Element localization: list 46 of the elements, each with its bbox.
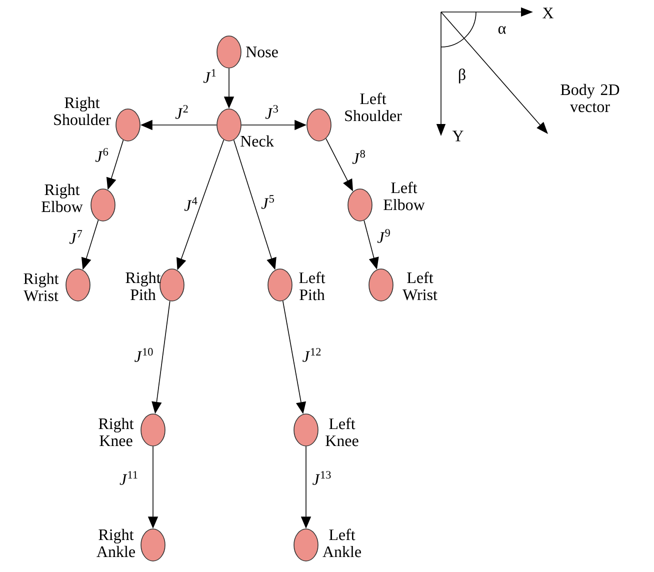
joint-circle: [268, 268, 292, 302]
joint-label: Left Elbow: [384, 182, 425, 210]
joint-label: Left Shoulder: [345, 92, 402, 122]
axis-label: α: [498, 26, 506, 34]
joint-circle: [140, 528, 166, 562]
edge-label: J$^{13}$: [312, 471, 331, 485]
edge-label: J$^{11}$: [120, 471, 138, 485]
edge-label: J$^{10}$: [134, 348, 153, 362]
edge-label: J$^{8}$: [352, 150, 365, 164]
edge-label: J$^{2}$: [175, 105, 188, 119]
joint-label: Nose: [246, 46, 278, 58]
edge-label: J$^{3}$: [265, 105, 278, 119]
joint-circle: [90, 188, 116, 222]
axis-label: Body 2D vector: [560, 84, 620, 112]
edge-label: J$^{12}$: [302, 348, 321, 362]
joint-circle: [368, 268, 394, 302]
joint-circle: [294, 414, 318, 446]
joint-circle: [66, 268, 90, 302]
edge-label: J$^{1}$: [203, 69, 216, 83]
joint-circle: [294, 528, 318, 562]
joint-label: Neck: [240, 135, 274, 147]
joint-label: Right Pith: [126, 272, 161, 300]
edge-label: J$^{5}$: [261, 195, 274, 209]
joint-label: Right Ankle: [96, 528, 135, 558]
edge-label: J$^{9}$: [377, 229, 390, 243]
edge-label: J$^{6}$: [95, 148, 108, 162]
joint-label: Left Ankle: [322, 528, 361, 558]
edge-label: J$^{4}$: [184, 197, 198, 211]
axis-label: X: [542, 8, 554, 18]
joint-circle: [216, 108, 242, 142]
joint-circle: [140, 414, 166, 446]
joint-label: Left Knee: [326, 418, 358, 446]
axis-label: Y: [452, 130, 464, 142]
joint-label: Right Elbow: [42, 184, 83, 212]
joint-circle: [306, 108, 332, 142]
joint-circle: [116, 108, 140, 142]
joint-label: Left Pith: [299, 272, 326, 300]
axis-label: β: [458, 68, 466, 84]
joint-circle: [216, 36, 242, 68]
joint-label: Left Wrist: [402, 272, 438, 300]
joint-label: Right Shoulder: [54, 96, 111, 126]
joint-circle: [160, 268, 184, 302]
joint-label: Right Knee: [98, 418, 134, 446]
joint-label: Right Wrist: [24, 272, 59, 302]
joint-circle: [348, 188, 372, 222]
edge-label: J$^{7}$: [69, 230, 82, 244]
